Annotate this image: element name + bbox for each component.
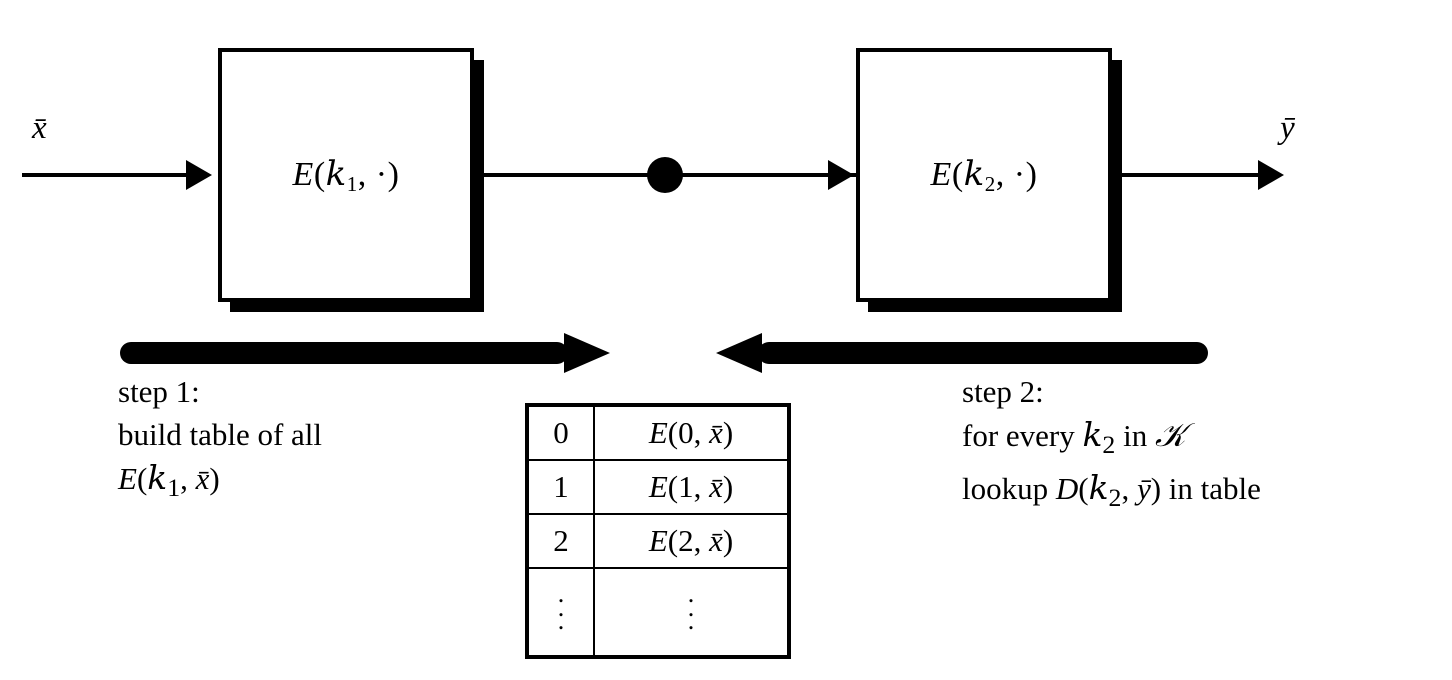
table-value-arg: x̄: [709, 415, 723, 450]
step-2-line3-pre: lookup: [962, 471, 1056, 507]
table-value-fn: E: [648, 523, 668, 558]
step-2-line3-post: in table: [1161, 471, 1261, 507]
encrypt-box-2-key-index: 2: [984, 171, 996, 196]
junction-dot-icon: [647, 157, 683, 193]
input-wire: [22, 173, 202, 177]
step-2-arrow: [716, 333, 1208, 373]
encrypt-box-2-comma: ,: [995, 155, 1014, 193]
table-row[interactable]: 2 E(2, x̄): [526, 513, 790, 569]
step-2-line3-key-index: 2: [1108, 483, 1122, 513]
step-2-line3-arg: ȳ: [1136, 471, 1151, 507]
table-value-index: 0: [678, 415, 694, 450]
table-value-index: 2: [678, 523, 694, 558]
table-cell-key: 2: [526, 513, 595, 569]
step-2-line-2: for every k2 in 𝒦: [962, 413, 1261, 466]
step-1-expr-comma: ,: [180, 461, 196, 496]
step-2-line3-key: k: [1088, 468, 1109, 508]
step-2-keyspace-symbol: 𝒦: [1154, 415, 1186, 454]
step-1-line-2: build table of all: [118, 417, 323, 452]
encrypt-box-1-open-paren: (: [313, 155, 326, 193]
table-value-close: ): [722, 523, 734, 558]
encrypt-box-1-dot-icon: ·: [375, 155, 388, 193]
step-1-expr-close: ): [209, 461, 220, 496]
table-row[interactable]: 0 E(0, x̄): [526, 404, 790, 461]
step-2-line2-mid: in: [1115, 418, 1155, 453]
table-cell-value: E(2, x̄): [593, 513, 790, 569]
table-value-comma: ,: [693, 415, 710, 450]
encrypt-box-2-close-paren: ): [1025, 155, 1038, 193]
step-2-line3-comma: ,: [1121, 471, 1137, 507]
table-value-comma: ,: [693, 523, 710, 558]
encrypt-box-1-comma: ,: [357, 155, 376, 193]
table-value-index: 1: [678, 469, 694, 504]
step-1-expr-fn: E: [118, 461, 137, 496]
step-1-expr-key: k: [147, 458, 168, 497]
encrypt-box-2-dot-icon: ·: [1013, 155, 1026, 193]
input-arrowhead-icon: [186, 160, 212, 190]
table-value-close: ): [722, 415, 734, 450]
step-2-line3-fn: D: [1055, 471, 1079, 507]
encrypt-box-1-key: k: [325, 153, 347, 194]
step-2-line2-pre: for every: [962, 418, 1083, 453]
table-cell-key: 0: [526, 404, 595, 461]
table-cell-value: E(0, x̄): [593, 404, 790, 461]
step-2-text: step 2: for every k2 in 𝒦 lookup D(k2, y…: [962, 370, 1261, 519]
output-arrowhead-icon: [1258, 160, 1284, 190]
table-row[interactable]: 1 E(1, x̄): [526, 459, 790, 515]
middle-arrowhead-icon: [828, 160, 854, 190]
step-2-line2-key-index: 2: [1102, 430, 1116, 460]
table-cell-value-ellipsis: ...: [593, 567, 790, 658]
step-1-heading: step 1:: [118, 374, 200, 409]
input-label-xbar: x̄: [32, 110, 47, 146]
table-value-fn: E: [648, 415, 668, 450]
step-1-arrowhead-icon: [564, 333, 610, 373]
encrypt-box-2-open-paren: (: [951, 155, 964, 193]
encrypt-box-1-key-index: 1: [346, 171, 358, 196]
table-value-close: ): [722, 469, 734, 504]
encrypt-box-1[interactable]: E(k1, ·): [218, 48, 474, 302]
table-value-open: (: [667, 523, 679, 558]
step-1-arrow: [120, 333, 610, 373]
table-value-open: (: [667, 469, 679, 504]
encrypt-box-1-close-paren: ): [387, 155, 400, 193]
step-2-arrowhead-icon: [716, 333, 762, 373]
encrypt-box-1-label: E(k1, ·): [293, 154, 400, 197]
encrypt-box-2-label: E(k2, ·): [931, 154, 1038, 197]
encrypt-box-2-fn: E: [930, 155, 952, 193]
output-label-ybar: ȳ: [1280, 110, 1295, 146]
table-cell-key: 1: [526, 459, 595, 515]
table-value-open: (: [667, 415, 679, 450]
step-2-line3-close: ): [1150, 471, 1162, 507]
step-1-arrow-shaft: [120, 342, 568, 364]
lookup-table[interactable]: 0 E(0, x̄) 1 E(1, x̄) 2 E(2, x̄) ... ...: [525, 403, 791, 659]
step-2-heading: step 2:: [962, 374, 1044, 409]
step-1-expr-open: (: [136, 461, 148, 496]
output-wire: [1112, 173, 1260, 177]
table-value-arg: x̄: [709, 469, 723, 504]
encrypt-box-2-key: k: [963, 153, 985, 194]
encrypt-box-1-fn: E: [292, 155, 314, 193]
step-2-line3-open: (: [1078, 471, 1089, 507]
step-1-expr-arg: x̄: [195, 461, 210, 496]
step-2-line2-key: k: [1082, 415, 1103, 454]
table-cell-key-ellipsis: ...: [526, 567, 595, 658]
step-2-arrow-shaft: [758, 342, 1208, 364]
encrypt-box-2[interactable]: E(k2, ·): [856, 48, 1112, 302]
table-row-ellipsis: ... ...: [526, 567, 790, 658]
table-value-arg: x̄: [709, 523, 723, 558]
step-1-text: step 1: build table of all E(k1, x̄): [118, 370, 322, 509]
step-1-expression: E(k1, x̄): [118, 456, 322, 509]
table-value-comma: ,: [693, 469, 710, 504]
step-1-expr-key-index: 1: [167, 473, 181, 503]
step-2-line-3: lookup D(k2, ȳ) in table: [962, 466, 1261, 519]
table-cell-value: E(1, x̄): [593, 459, 790, 515]
table-value-fn: E: [648, 469, 668, 504]
